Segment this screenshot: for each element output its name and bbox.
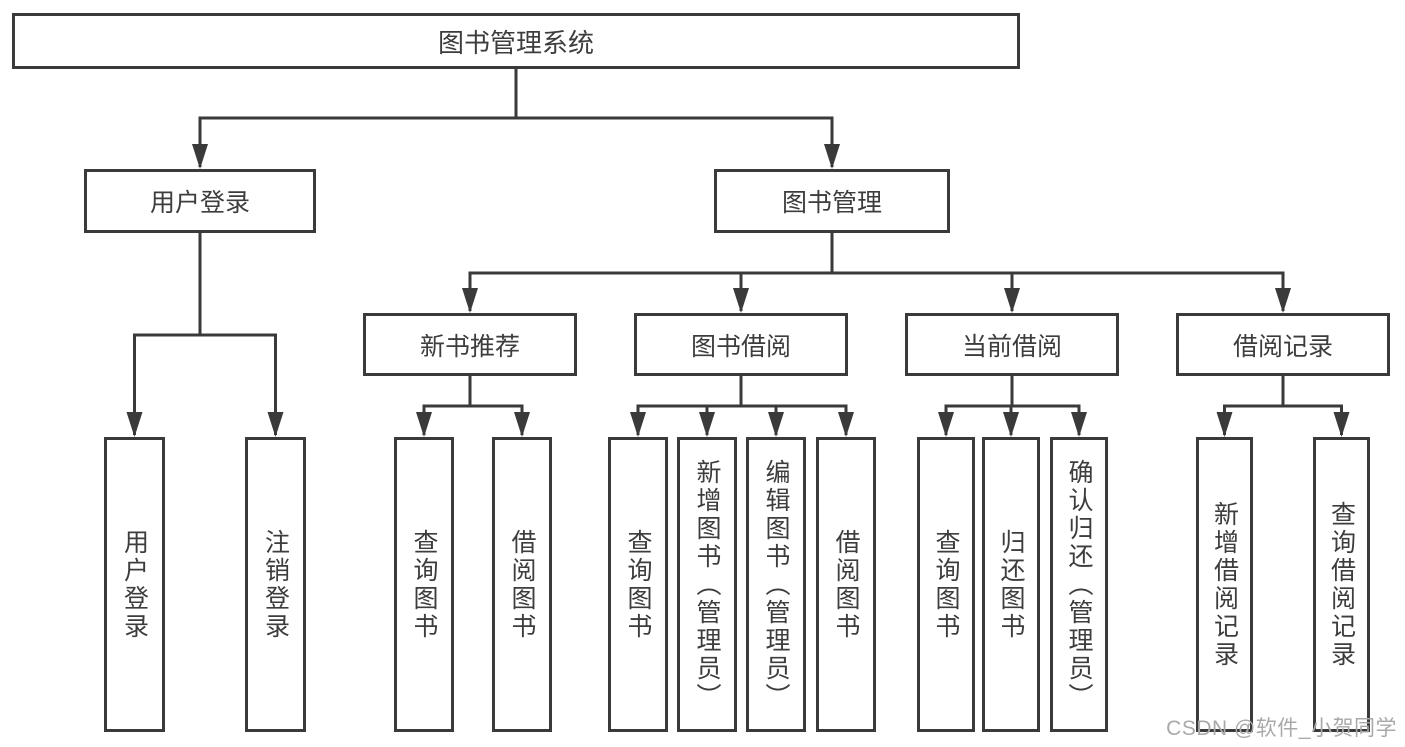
arrowhead [768, 412, 784, 437]
arrowhead [1071, 412, 1087, 437]
leaf-label: 确认归还（管理员） [1065, 458, 1093, 711]
node-book-management: 图书管理 [714, 169, 950, 233]
leaf-query-books-borrowing: 查询图书 [608, 437, 668, 732]
node-user-login: 用户登录 [84, 169, 316, 233]
leaf-label: 用户登录 [120, 528, 149, 641]
leaf-label: 查询图书 [410, 528, 438, 641]
leaf-return-books: 归还图书 [982, 437, 1040, 732]
leaf-label: 新增借阅记录 [1210, 500, 1239, 669]
node-label: 用户登录 [149, 189, 250, 217]
connector-book-management-to-level3 [468, 233, 1285, 311]
connector-book-borrowing-to-leaves [636, 376, 848, 435]
node-current-borrowing: 当前借阅 [905, 313, 1119, 376]
leaf-borrow-books: 借阅图书 [816, 437, 876, 732]
leaf-borrow-books-recommend: 借阅图书 [492, 437, 552, 732]
leaf-label: 新增图书（管理员） [693, 458, 721, 711]
arrowhead [733, 288, 749, 313]
node-new-book-recommendation: 新书推荐 [363, 313, 577, 376]
leaf-label: 归还图书 [997, 528, 1025, 641]
leaf-label: 查询图书 [624, 528, 652, 641]
leaf-label: 编辑图书（管理员） [762, 458, 790, 711]
leaf-label: 借阅图书 [508, 528, 536, 641]
node-label: 图书借阅 [690, 332, 791, 361]
node-label: 图书管理系统 [437, 27, 594, 58]
arrowhead [462, 288, 478, 313]
leaf-query-books-recommend: 查询图书 [394, 437, 454, 732]
leaf-label: 查询图书 [932, 528, 960, 641]
leaf-user-login: 用户登录 [104, 437, 165, 732]
arrowhead [416, 412, 432, 437]
leaf-query-books-current: 查询图书 [917, 437, 975, 732]
arrowhead [192, 144, 208, 169]
node-label: 新书推荐 [419, 332, 520, 361]
node-borrowing-records: 借阅记录 [1176, 313, 1390, 376]
connector-new-book-to-leaves [422, 376, 524, 435]
leaf-label: 查询借阅记录 [1327, 500, 1356, 669]
leaf-add-books-admin: 新增图书（管理员） [677, 437, 737, 732]
leaf-edit-books-admin: 编辑图书（管理员） [746, 437, 806, 732]
leaf-label: 借阅图书 [832, 528, 860, 641]
connector-borrow-records-to-leaves [1223, 376, 1343, 435]
arrowhead [699, 412, 715, 437]
leaf-label: 注销登录 [261, 528, 290, 641]
leaf-logout: 注销登录 [245, 437, 306, 732]
arrowhead [514, 412, 530, 437]
leaf-confirm-return-admin: 确认归还（管理员） [1050, 437, 1108, 732]
arrowhead [824, 144, 840, 169]
node-library-management-system: 图书管理系统 [12, 13, 1020, 69]
connector-root-to-level2 [198, 69, 834, 167]
leaf-add-borrow-record: 新增借阅记录 [1196, 437, 1253, 732]
arrowhead [1216, 412, 1233, 437]
arrowhead [630, 412, 646, 437]
watermark: CSDN @软件_小贺同学 [1166, 717, 1397, 740]
connector-user-login-to-leaves [133, 233, 277, 435]
arrowhead [1275, 288, 1291, 313]
node-label: 当前借阅 [961, 332, 1062, 361]
node-book-borrowing: 图书借阅 [634, 313, 848, 376]
node-label: 借阅记录 [1232, 332, 1333, 361]
arrowhead [838, 412, 854, 437]
node-label: 图书管理 [781, 189, 882, 217]
arrowhead [1004, 288, 1020, 313]
arrowhead [1333, 412, 1350, 437]
arrowhead [938, 412, 954, 437]
arrowhead [267, 412, 284, 437]
leaf-query-borrow-record: 查询借阅记录 [1313, 437, 1370, 732]
arrowhead [126, 412, 143, 437]
arrowhead [1003, 412, 1019, 437]
